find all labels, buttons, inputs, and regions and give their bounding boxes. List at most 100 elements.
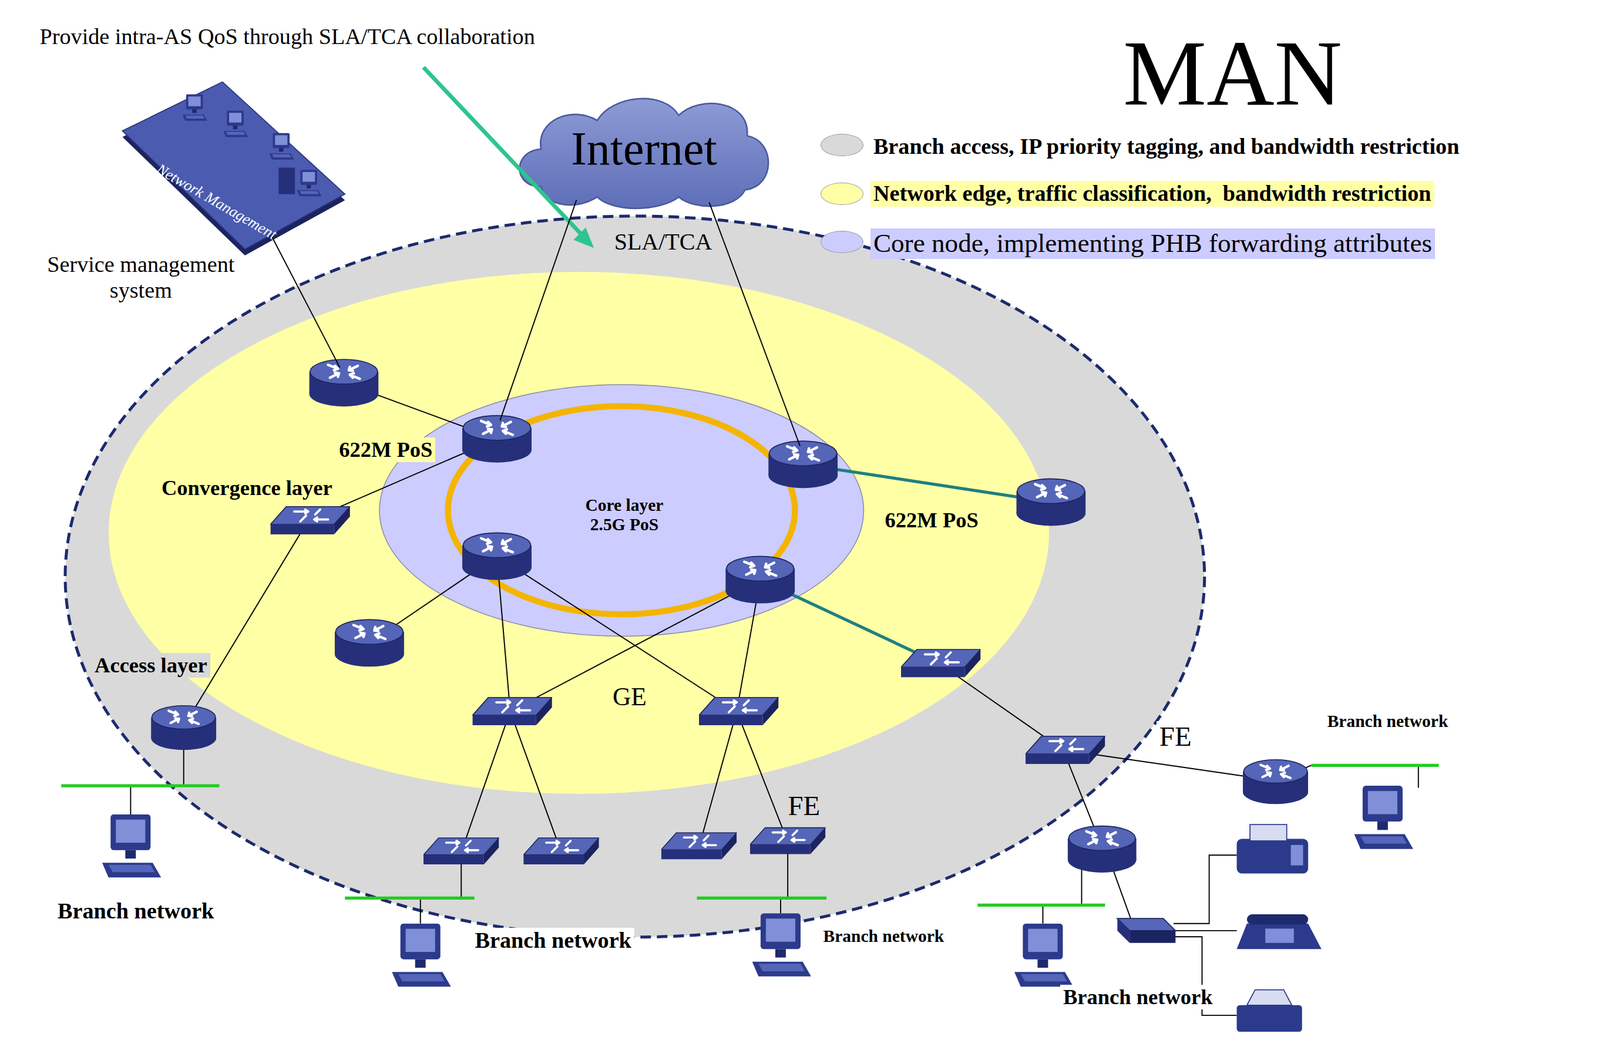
drawing-part [391,923,451,988]
drawing-part [344,896,475,900]
text-holder: GE [609,682,650,712]
drawing-part [1173,855,1238,924]
drawing-part [519,98,768,209]
drawing-part [61,784,220,788]
text-holder: Access layer [91,653,211,678]
drawing-part [523,838,600,865]
drawing-part [1025,736,1106,765]
text-holder: Branch network [1060,985,1216,1010]
drawing-part [519,98,768,209]
legend-text: Branch access, IP priority tagging, and … [870,133,1463,160]
text-holder: 622M PoS [882,508,982,533]
internet-cloud: Internet [510,89,778,213]
text-holder: FE [784,790,823,823]
cloud-label: Internet [567,122,720,177]
link-lines [130,382,1418,1016]
drawing-part [1237,1005,1303,1033]
phone-icon [1237,914,1322,950]
drawing-part [802,464,1051,503]
legend-text: Core node, implementing PHB forwarding a… [870,228,1435,260]
drawing-part [1016,478,1086,526]
drawing-part [698,711,737,847]
drawing-part [150,706,217,751]
diagram-title: MAN [1120,19,1346,128]
drawing-part [1042,905,1044,924]
management-platform: Network ManagementService management sys… [120,79,348,256]
link-label: 622M PoS [335,437,436,463]
text-holder: Core layer 2.5G PoS [564,495,685,536]
drawing-part [1265,928,1294,943]
branch-label: Branch network [54,898,217,925]
drawing-part [1117,918,1130,944]
drawing-part [1067,826,1137,873]
link-label: SLA/TCA [611,228,716,256]
link-line [499,399,508,421]
drawing-part [1173,930,1238,932]
drawing-part [1246,914,1309,925]
text-holder: 622M PoS [335,437,436,463]
drawing-part [269,132,294,160]
link-line [708,202,791,421]
fax-icon [1237,824,1309,874]
drawing-part [768,441,838,489]
drawing-part [1237,923,1322,950]
link-label: FE [1156,721,1195,754]
drawing-part [296,169,322,197]
core-ring [448,406,796,615]
link-line [271,236,314,318]
drawing-part [1291,845,1304,866]
drawing-part [423,67,582,235]
legend-swatch [820,133,864,157]
text-holder: Service management system [18,251,264,304]
branch-label: Branch network [820,926,948,947]
drawing-part [122,81,345,250]
text-holder: Network edge, traffic classification, ba… [870,180,1435,207]
drawing-part [278,167,295,194]
drawing-part [977,903,1105,907]
drawing-part [462,415,532,463]
drawing-part [1242,760,1309,805]
drawing-part [334,619,405,667]
drawing-part [736,711,788,842]
drawing-part [780,898,782,914]
pbx-box [1117,918,1176,944]
drawing-part [1237,838,1309,874]
callout-arrow [423,67,594,249]
drawing-part [661,832,738,860]
text-holder: Branch network [472,928,635,954]
branch-label: Branch network [1060,985,1216,1010]
link-line [790,420,800,447]
drawing-part [510,579,761,712]
drawing-part [1354,785,1414,850]
text-holder: Internet [567,122,720,177]
drawing-part [102,814,161,879]
drawing-part [183,520,309,727]
text-holder: SLA/TCA [611,228,716,256]
lan-bars [61,765,1439,906]
drawing-part [108,271,1050,795]
system-label: Service management system [18,251,264,304]
drawing-part [270,506,351,535]
branch-label: Branch network [1324,711,1452,732]
text-holder: Branch network [54,898,217,925]
drawing-part [1311,764,1439,768]
drawing-part [698,697,779,726]
drawing-part [223,110,248,137]
drawing-part [1249,824,1287,842]
drawing-part [496,556,737,712]
link-label: FE [784,790,823,823]
text-holder: Convergence layer [158,475,336,501]
edge-region: Convergence layerCore layer 2.5G PoS [106,270,1051,796]
core-label: Core layer 2.5G PoS [564,495,685,536]
branch-label: Branch network [472,928,635,954]
legend-swatch [820,230,864,254]
legend-swatch [820,182,864,205]
access-region: Access layerConvergence layerCore layer … [63,214,1207,940]
text-holder: Branch access, IP priority tagging, and … [870,133,1463,160]
drawing-part [65,216,1205,938]
drawing-part [419,898,422,924]
drawing-part [1246,990,1292,1006]
callout-note: Provide intra-AS QoS through SLA/TCA col… [37,24,539,50]
drawing-part [308,359,379,407]
